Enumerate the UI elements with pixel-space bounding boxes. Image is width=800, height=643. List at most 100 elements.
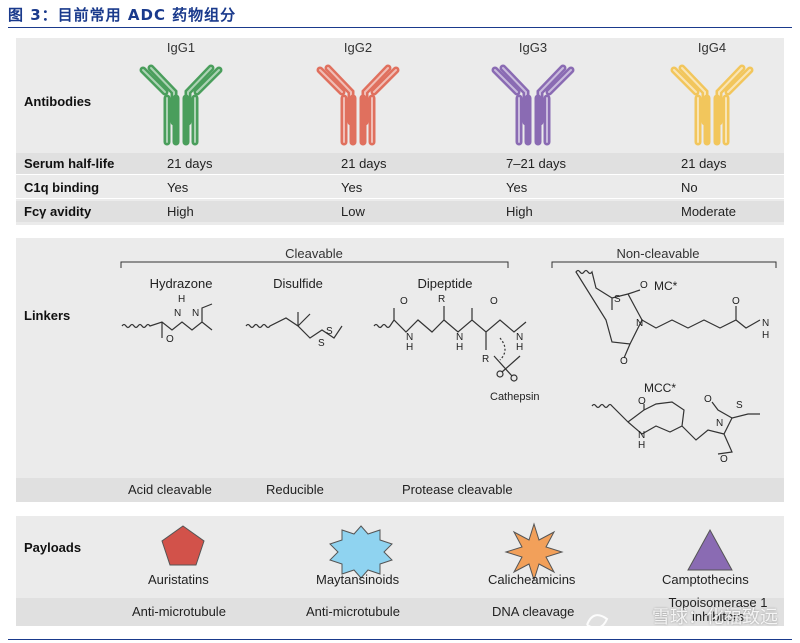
svg-text:O: O [166, 334, 174, 345]
mechanism-protease: Protease cleavable [402, 482, 513, 497]
svg-text:N: N [762, 318, 769, 329]
payload-calicheamicins: Calicheamicins [488, 572, 576, 587]
watermark: 雪球：化福致远 [652, 607, 778, 628]
svg-text:S: S [326, 326, 333, 337]
noncleavable-bracket [551, 261, 777, 268]
c1q-igg1: Yes [167, 180, 189, 195]
linker-structures: Cleavable Non-cleavable Hydrazone Disulf… [120, 246, 777, 465]
property-label-c1q: C1q binding [24, 180, 100, 195]
payload-icons [161, 522, 733, 580]
svg-text:O: O [620, 356, 628, 367]
payload-mechanism-strip [16, 598, 784, 626]
antibody-igg3-icon [495, 68, 571, 142]
svg-text:H: H [638, 440, 645, 451]
fc-igg3: High [506, 204, 533, 219]
property-label-fc: Fcγ avidity [24, 204, 92, 219]
group-cleavable-label: Cleavable [285, 246, 343, 261]
c1q-igg4: No [681, 180, 698, 195]
svg-text:R: R [482, 354, 489, 365]
triangle-icon [687, 528, 733, 571]
mcc-label: MCC* [644, 381, 676, 395]
payload-mechanism-camptothecins: Topoisomerase 1 inhibitors [668, 595, 768, 624]
payloads-row-label: Payloads [24, 540, 82, 555]
disulfide-label: Disulfide [273, 276, 323, 291]
dipeptide-structure [373, 306, 527, 350]
payload-mechanism-calicheamicins: DNA cleavage [492, 604, 575, 619]
svg-text:N: N [406, 332, 413, 343]
disulfide-structure [245, 312, 343, 339]
mc-structure [575, 269, 761, 359]
hydrazone-label: Hydrazone [150, 276, 213, 291]
property-strip-halflife [16, 153, 784, 174]
figure-title: 图 3：目前常用 ADC 药物组分 [8, 6, 237, 24]
c1q-igg2: Yes [341, 180, 363, 195]
antibodies-panel: Antibodies IgG1 IgG2 IgG3 IgG4 Serum hal… [16, 38, 784, 225]
snowball-icon [586, 614, 609, 629]
halflife-igg1: 21 days [167, 156, 213, 171]
payload-auristatins: Auristatins [148, 572, 209, 587]
linkers-row-label: Linkers [24, 308, 71, 323]
svg-text:H: H [516, 342, 523, 353]
fc-igg2: Low [341, 204, 365, 219]
svg-text:N: N [456, 332, 463, 343]
starburst-icon [329, 525, 393, 579]
svg-text:O: O [490, 296, 498, 307]
svg-text:S: S [736, 400, 743, 411]
antibody-igg2-icon [320, 68, 396, 142]
svg-text:O: O [704, 394, 712, 405]
svg-text:H: H [406, 342, 413, 353]
svg-text:N: N [516, 332, 523, 343]
antibodies-row-label: Antibodies [24, 94, 92, 109]
svg-text:O: O [400, 296, 408, 307]
star-icon [504, 522, 564, 580]
mc-label: MC* [654, 279, 678, 293]
svg-text:H: H [178, 294, 185, 305]
payload-mechanism-maytansinoids: Anti-microtubule [306, 604, 400, 619]
svg-text:N: N [192, 308, 199, 319]
linker-mechanism-strip [16, 478, 784, 502]
svg-text:S: S [318, 338, 325, 349]
svg-text:H: H [456, 342, 463, 353]
linkers-panel: Linkers Cleavable Non-cleavable Hydrazon… [16, 238, 784, 502]
svg-text:S: S [614, 294, 621, 305]
title-rule [8, 27, 792, 28]
group-noncleavable-label: Non-cleavable [616, 246, 699, 261]
svg-text:O: O [732, 296, 740, 307]
svg-text:N: N [716, 418, 723, 429]
fc-igg4: Moderate [681, 204, 736, 219]
payload-maytansinoids: Maytansinoids [316, 572, 400, 587]
hydrazone-structure [121, 303, 213, 338]
cathepsin-label: Cathepsin [490, 391, 540, 403]
payload-mechanism-auristatins: Anti-microtubule [132, 604, 226, 619]
payloads-panel: Payloads Auristatins Maytansinoids Calic… [16, 516, 784, 626]
fc-igg1: High [167, 204, 194, 219]
property-strip-c1q [16, 177, 784, 198]
row-separator [16, 198, 784, 199]
svg-text:N: N [636, 318, 643, 329]
svg-text:O: O [640, 280, 648, 291]
antibody-igg1-icon [143, 68, 219, 142]
dipeptide-label: Dipeptide [418, 276, 473, 291]
antibody-label-igg1: IgG1 [166, 40, 196, 55]
svg-text:R: R [438, 294, 445, 305]
mechanism-reducible: Reducible [266, 482, 324, 497]
scissors-icon [493, 337, 521, 382]
svg-text:O: O [638, 396, 646, 407]
halflife-igg2: 21 days [341, 156, 387, 171]
payload-camptothecins: Camptothecins [662, 572, 749, 587]
footer-rule [8, 639, 792, 640]
svg-text:N: N [638, 430, 645, 441]
svg-text:N: N [174, 308, 181, 319]
svg-text:H: H [762, 330, 769, 341]
antibody-label-igg4: IgG4 [697, 40, 727, 55]
c1q-igg3: Yes [506, 180, 528, 195]
property-label-halflife: Serum half-life [24, 156, 115, 171]
antibody-icons [16, 56, 784, 166]
mechanism-acid: Acid cleavable [128, 482, 212, 497]
property-strip-fc [16, 201, 784, 222]
row-separator [16, 174, 784, 175]
halflife-igg4: 21 days [681, 156, 727, 171]
antibody-label-igg3: IgG3 [518, 40, 548, 55]
pentagon-icon [161, 525, 205, 566]
svg-text:O: O [720, 454, 728, 465]
